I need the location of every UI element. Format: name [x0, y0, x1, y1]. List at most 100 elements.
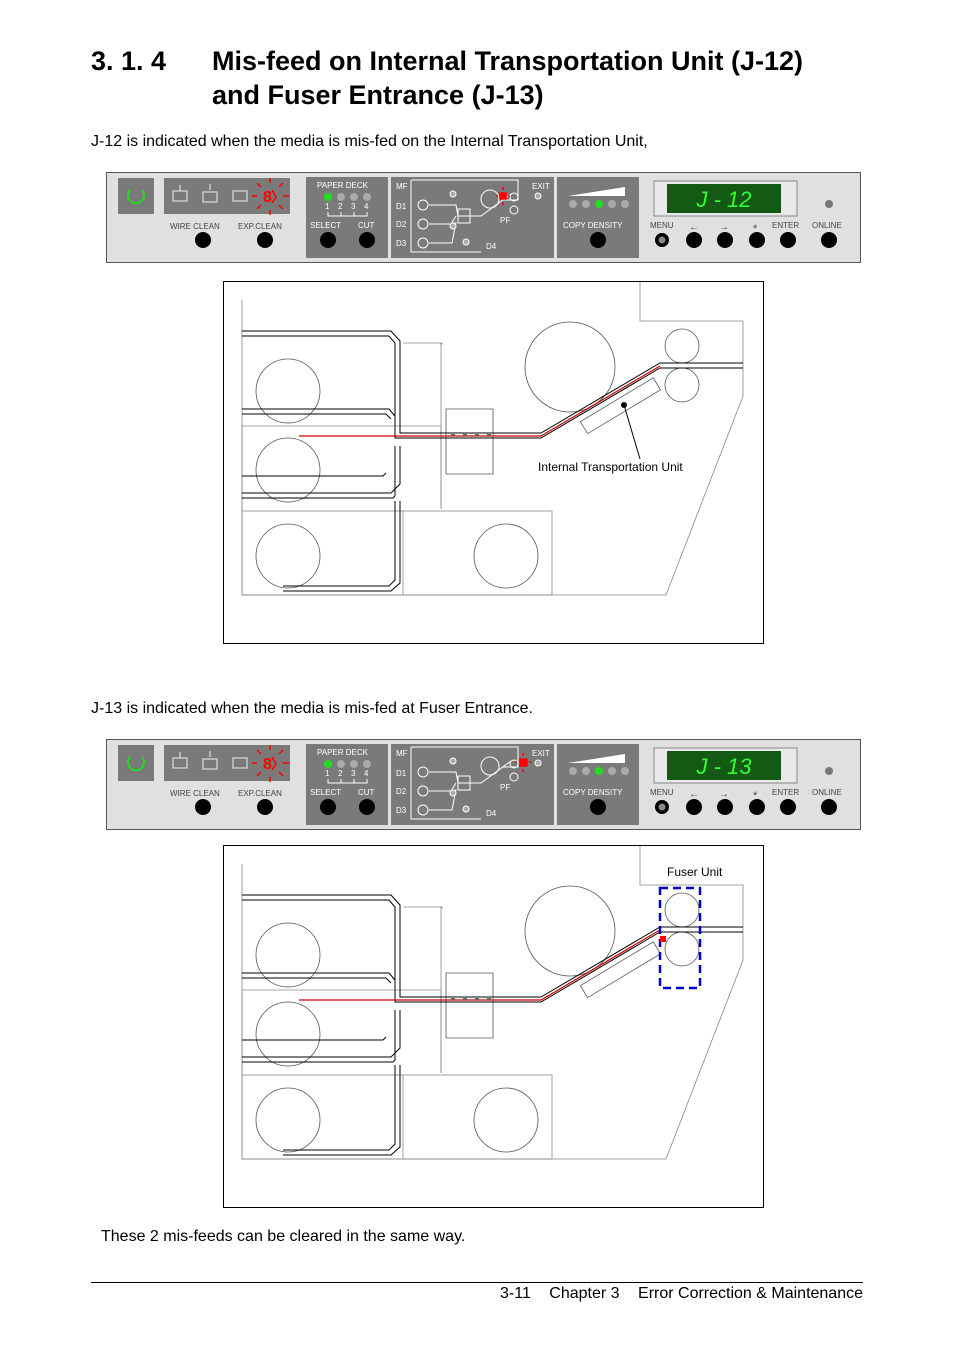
deck-led-3 — [350, 193, 358, 201]
cut-label: CUT — [358, 788, 375, 797]
d2-label: D2 — [396, 787, 407, 796]
footer-page-number: 3-11 — [500, 1285, 531, 1302]
mf-label: MF — [396, 749, 408, 758]
deck-number-2: 2 — [338, 202, 343, 211]
online-label: ONLINE — [812, 788, 842, 797]
select-button[interactable] — [320, 232, 336, 248]
jam-path-highlight — [299, 365, 661, 437]
d1-label: D1 — [396, 202, 407, 211]
star-label: * — [753, 790, 758, 802]
online-button[interactable] — [821, 232, 837, 248]
select-label: SELECT — [310, 221, 341, 230]
wire-clean-button[interactable] — [195, 799, 211, 815]
section-title-line1: Mis-feed on Internal Transportation Unit… — [212, 46, 804, 76]
right-button[interactable] — [717, 232, 733, 248]
d3-label: D3 — [396, 239, 407, 248]
exit-label: EXIT — [532, 182, 550, 191]
paragraph-j12: J-12 is indicated when the media is mis-… — [91, 133, 648, 150]
registration-unit — [445, 972, 494, 1039]
deck-number-4: 4 — [364, 769, 369, 778]
online-led — [825, 200, 833, 208]
exp-clean-button[interactable] — [257, 799, 273, 815]
deck-number-1: 1 — [325, 769, 330, 778]
left-button[interactable] — [686, 799, 702, 815]
copy-density-label: COPY DENSITY — [563, 788, 623, 797]
exp-clean-button[interactable] — [257, 232, 273, 248]
deck-number-3: 3 — [351, 202, 356, 211]
density-led-1 — [569, 200, 577, 208]
wire-clean-label: WIRE CLEAN — [170, 222, 220, 231]
d4-label: D4 — [486, 242, 497, 251]
d2-label: D2 — [396, 220, 407, 229]
density-led-4 — [608, 767, 616, 775]
deck-number-3: 3 — [351, 769, 356, 778]
left-arrow-label: ← — [689, 789, 699, 800]
cut-button[interactable] — [359, 799, 375, 815]
deck-number-4: 4 — [364, 202, 369, 211]
enter-label: ENTER — [772, 788, 799, 797]
deck-led-2 — [337, 760, 345, 768]
left-arrow-label: ← — [689, 222, 699, 233]
density-led-5 — [621, 767, 629, 775]
density-wedge-icon — [568, 187, 625, 196]
mf-label: MF — [396, 182, 408, 191]
wire-clean-label: WIRE CLEAN — [170, 789, 220, 798]
section-number: 3. 1. 4 — [91, 46, 167, 76]
left-button[interactable] — [686, 232, 702, 248]
page-footer: 3-11 Chapter 3 Error Correction & Mainte… — [91, 1285, 863, 1303]
right-button[interactable] — [717, 799, 733, 815]
paragraph-j13: J-13 is indicated when the media is mis-… — [91, 700, 533, 717]
section-title-line2: and Fuser Entrance (J-13) — [212, 80, 544, 110]
d4-label: D4 — [486, 809, 497, 818]
deck1-roller — [255, 358, 321, 424]
paper-deck-label: PAPER DECK — [317, 748, 369, 757]
star-button[interactable] — [749, 799, 765, 815]
density-led-5 — [621, 200, 629, 208]
wire-clean-button[interactable] — [195, 232, 211, 248]
d1-label: D1 — [396, 769, 407, 778]
cut-button[interactable] — [359, 232, 375, 248]
pf-label: PF — [500, 216, 510, 225]
deck1-roller — [255, 922, 321, 988]
paper-path-diagram-j13-svg: Fuser Unit — [223, 845, 764, 1208]
star-button[interactable] — [749, 232, 765, 248]
copy-density-label: COPY DENSITY — [563, 221, 623, 230]
jam-icon: 8 — [232, 745, 289, 782]
footer-chapter: Chapter 3 — [549, 1285, 620, 1302]
online-button[interactable] — [821, 799, 837, 815]
paper-path-schematic — [410, 179, 542, 253]
drum — [524, 885, 616, 977]
jam-path-highlight — [299, 929, 661, 1001]
paper-deck-block — [306, 744, 388, 825]
right-arrow-label: → — [719, 222, 729, 233]
density-led-4 — [608, 200, 616, 208]
copy-density-button[interactable] — [590, 232, 606, 248]
copy-density-button[interactable] — [590, 799, 606, 815]
enter-button[interactable] — [780, 799, 796, 815]
fuser-unit-label: Fuser Unit — [667, 865, 723, 879]
density-led-3 — [595, 200, 603, 208]
lcd-display — [667, 751, 781, 780]
deck4-roller — [473, 1087, 539, 1153]
pf-label: PF — [500, 783, 510, 792]
deck-led-3 — [350, 760, 358, 768]
enter-label: ENTER — [772, 221, 799, 230]
density-led-1 — [569, 767, 577, 775]
density-wedge-icon — [568, 754, 625, 763]
online-label: ONLINE — [812, 221, 842, 230]
control-panel-j13-svg: 8 WIRE CLEAN EXP.CLEAN PAPER DECK 1 2 3 … — [106, 739, 861, 830]
svg-text:8: 8 — [263, 189, 272, 206]
status-icon-strip — [164, 178, 290, 214]
internal-transport-unit-label: Internal Transportation Unit — [538, 460, 683, 474]
enter-button[interactable] — [780, 232, 796, 248]
select-button[interactable] — [320, 799, 336, 815]
toner-icon — [202, 751, 218, 770]
control-panel-j12: 8 WIRE CLEAN EXP.CLEAN PAPER DECK 1 2 3 … — [106, 172, 861, 263]
paper-path-block — [391, 177, 554, 258]
machine-outline — [241, 282, 744, 596]
paper-path-block — [391, 744, 554, 825]
fuser-unit-highlight-box — [658, 886, 702, 990]
footer-rule — [91, 1282, 863, 1283]
error-code-display: J - 13 — [695, 754, 752, 779]
registration-dashes — [451, 998, 491, 1000]
